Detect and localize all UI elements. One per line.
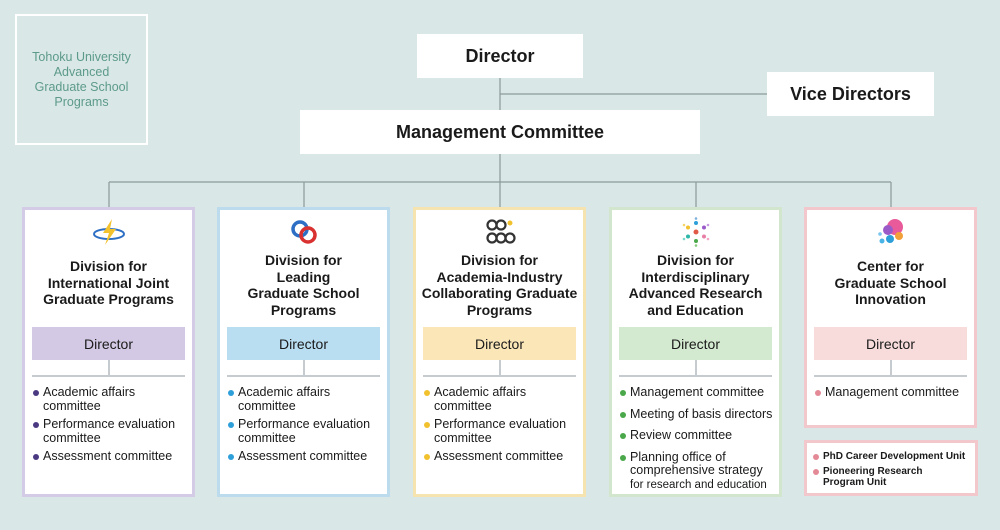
bullet-dot — [33, 422, 39, 428]
bubbles-logo-icon — [877, 219, 903, 244]
chain-links-logo-icon — [290, 220, 317, 244]
committee-divider — [227, 375, 380, 377]
list-item: Assessment committee — [33, 449, 188, 464]
director-connector — [107, 360, 110, 375]
bullet-dot — [620, 454, 626, 461]
division-director-label: Director — [83, 335, 133, 352]
dotted-star-logo-icon — [682, 217, 709, 247]
committee-divider — [619, 375, 772, 377]
division-director-box: Director — [814, 327, 967, 360]
university-name: Tohoku University Advanced Graduate Scho… — [32, 49, 131, 109]
bullet-dot — [620, 390, 626, 396]
division-director-box: Director — [423, 327, 576, 360]
division-director-label: Director — [670, 335, 720, 352]
bullet-dot — [813, 468, 819, 475]
vice-directors-label: Vice Directors — [790, 83, 911, 104]
list-item: Assessment committee — [228, 449, 383, 464]
division-title: Division for International Joint Graduat… — [43, 258, 174, 307]
committee-divider — [423, 375, 576, 377]
division-international-joint: Division for International Joint Graduat… — [22, 207, 195, 497]
director-connector — [694, 360, 697, 375]
bullet-dot — [228, 422, 234, 428]
units-list: PhD Career Development Unit Pioneering R… — [813, 451, 969, 488]
division-title: Division for Interdisciplinary Advanced … — [628, 252, 763, 318]
bullet-dot — [424, 390, 430, 396]
director-connector — [889, 360, 892, 375]
director-connector — [498, 360, 501, 375]
bullet-dot — [33, 454, 39, 460]
dai-cgp-logo-icon — [485, 219, 516, 244]
list-item: Meeting of basis directors — [620, 407, 775, 422]
bullet-dot — [620, 411, 626, 418]
division-title: Center for Graduate School Innovation — [834, 258, 947, 307]
division-title: Division for Academia-Industry Collabora… — [421, 252, 578, 318]
bullet-dot — [228, 454, 234, 460]
list-item: Management committee — [620, 385, 775, 400]
university-name-box: Tohoku University Advanced Graduate Scho… — [15, 14, 148, 145]
list-item: Review committee — [620, 428, 775, 443]
director-label: Director — [465, 45, 535, 66]
center-units-box: PhD Career Development Unit Pioneering R… — [804, 440, 978, 496]
bullet-dot — [815, 390, 821, 396]
committee-divider — [814, 375, 967, 377]
management-committee-label: Management Committee — [395, 121, 605, 142]
division-director-label: Director — [278, 335, 328, 352]
bullet-dot — [228, 390, 234, 396]
list-item: Assessment committee — [424, 449, 579, 464]
list-item: PhD Career Development Unit — [813, 451, 969, 462]
bullet-dot — [424, 454, 430, 460]
lightning-logo-icon — [92, 219, 125, 245]
division-academia-industry: Division for Academia-Industry Collabora… — [413, 207, 586, 497]
division-director-box: Director — [619, 327, 772, 360]
bullet-dot — [33, 390, 39, 396]
bullet-dot — [620, 433, 626, 439]
division-interdisciplinary: Division for Interdisciplinary Advanced … — [609, 207, 782, 497]
bullet-dot — [813, 453, 819, 460]
division-leading-graduate: Division for Leading Graduate School Pro… — [217, 207, 390, 497]
center-graduate-school-innovation: Center for Graduate School Innovation Di… — [804, 207, 977, 428]
division-title: Division for Leading Graduate School Pro… — [247, 252, 360, 318]
management-committee-box: Management Committee — [300, 110, 700, 154]
committee-divider — [32, 375, 185, 377]
division-director-box: Director — [227, 327, 380, 360]
division-director-box: Director — [32, 327, 185, 360]
director-box: Director — [417, 34, 583, 78]
list-item: Management committee — [815, 385, 970, 400]
director-connector — [302, 360, 305, 375]
division-director-label: Director — [474, 335, 524, 352]
division-director-label: Director — [865, 335, 915, 352]
bullet-dot — [424, 422, 430, 428]
committee-list: Management committee Meeting of basis di… — [620, 385, 775, 493]
committee-list: Management committee — [815, 385, 970, 400]
vice-directors-box: Vice Directors — [767, 72, 934, 116]
